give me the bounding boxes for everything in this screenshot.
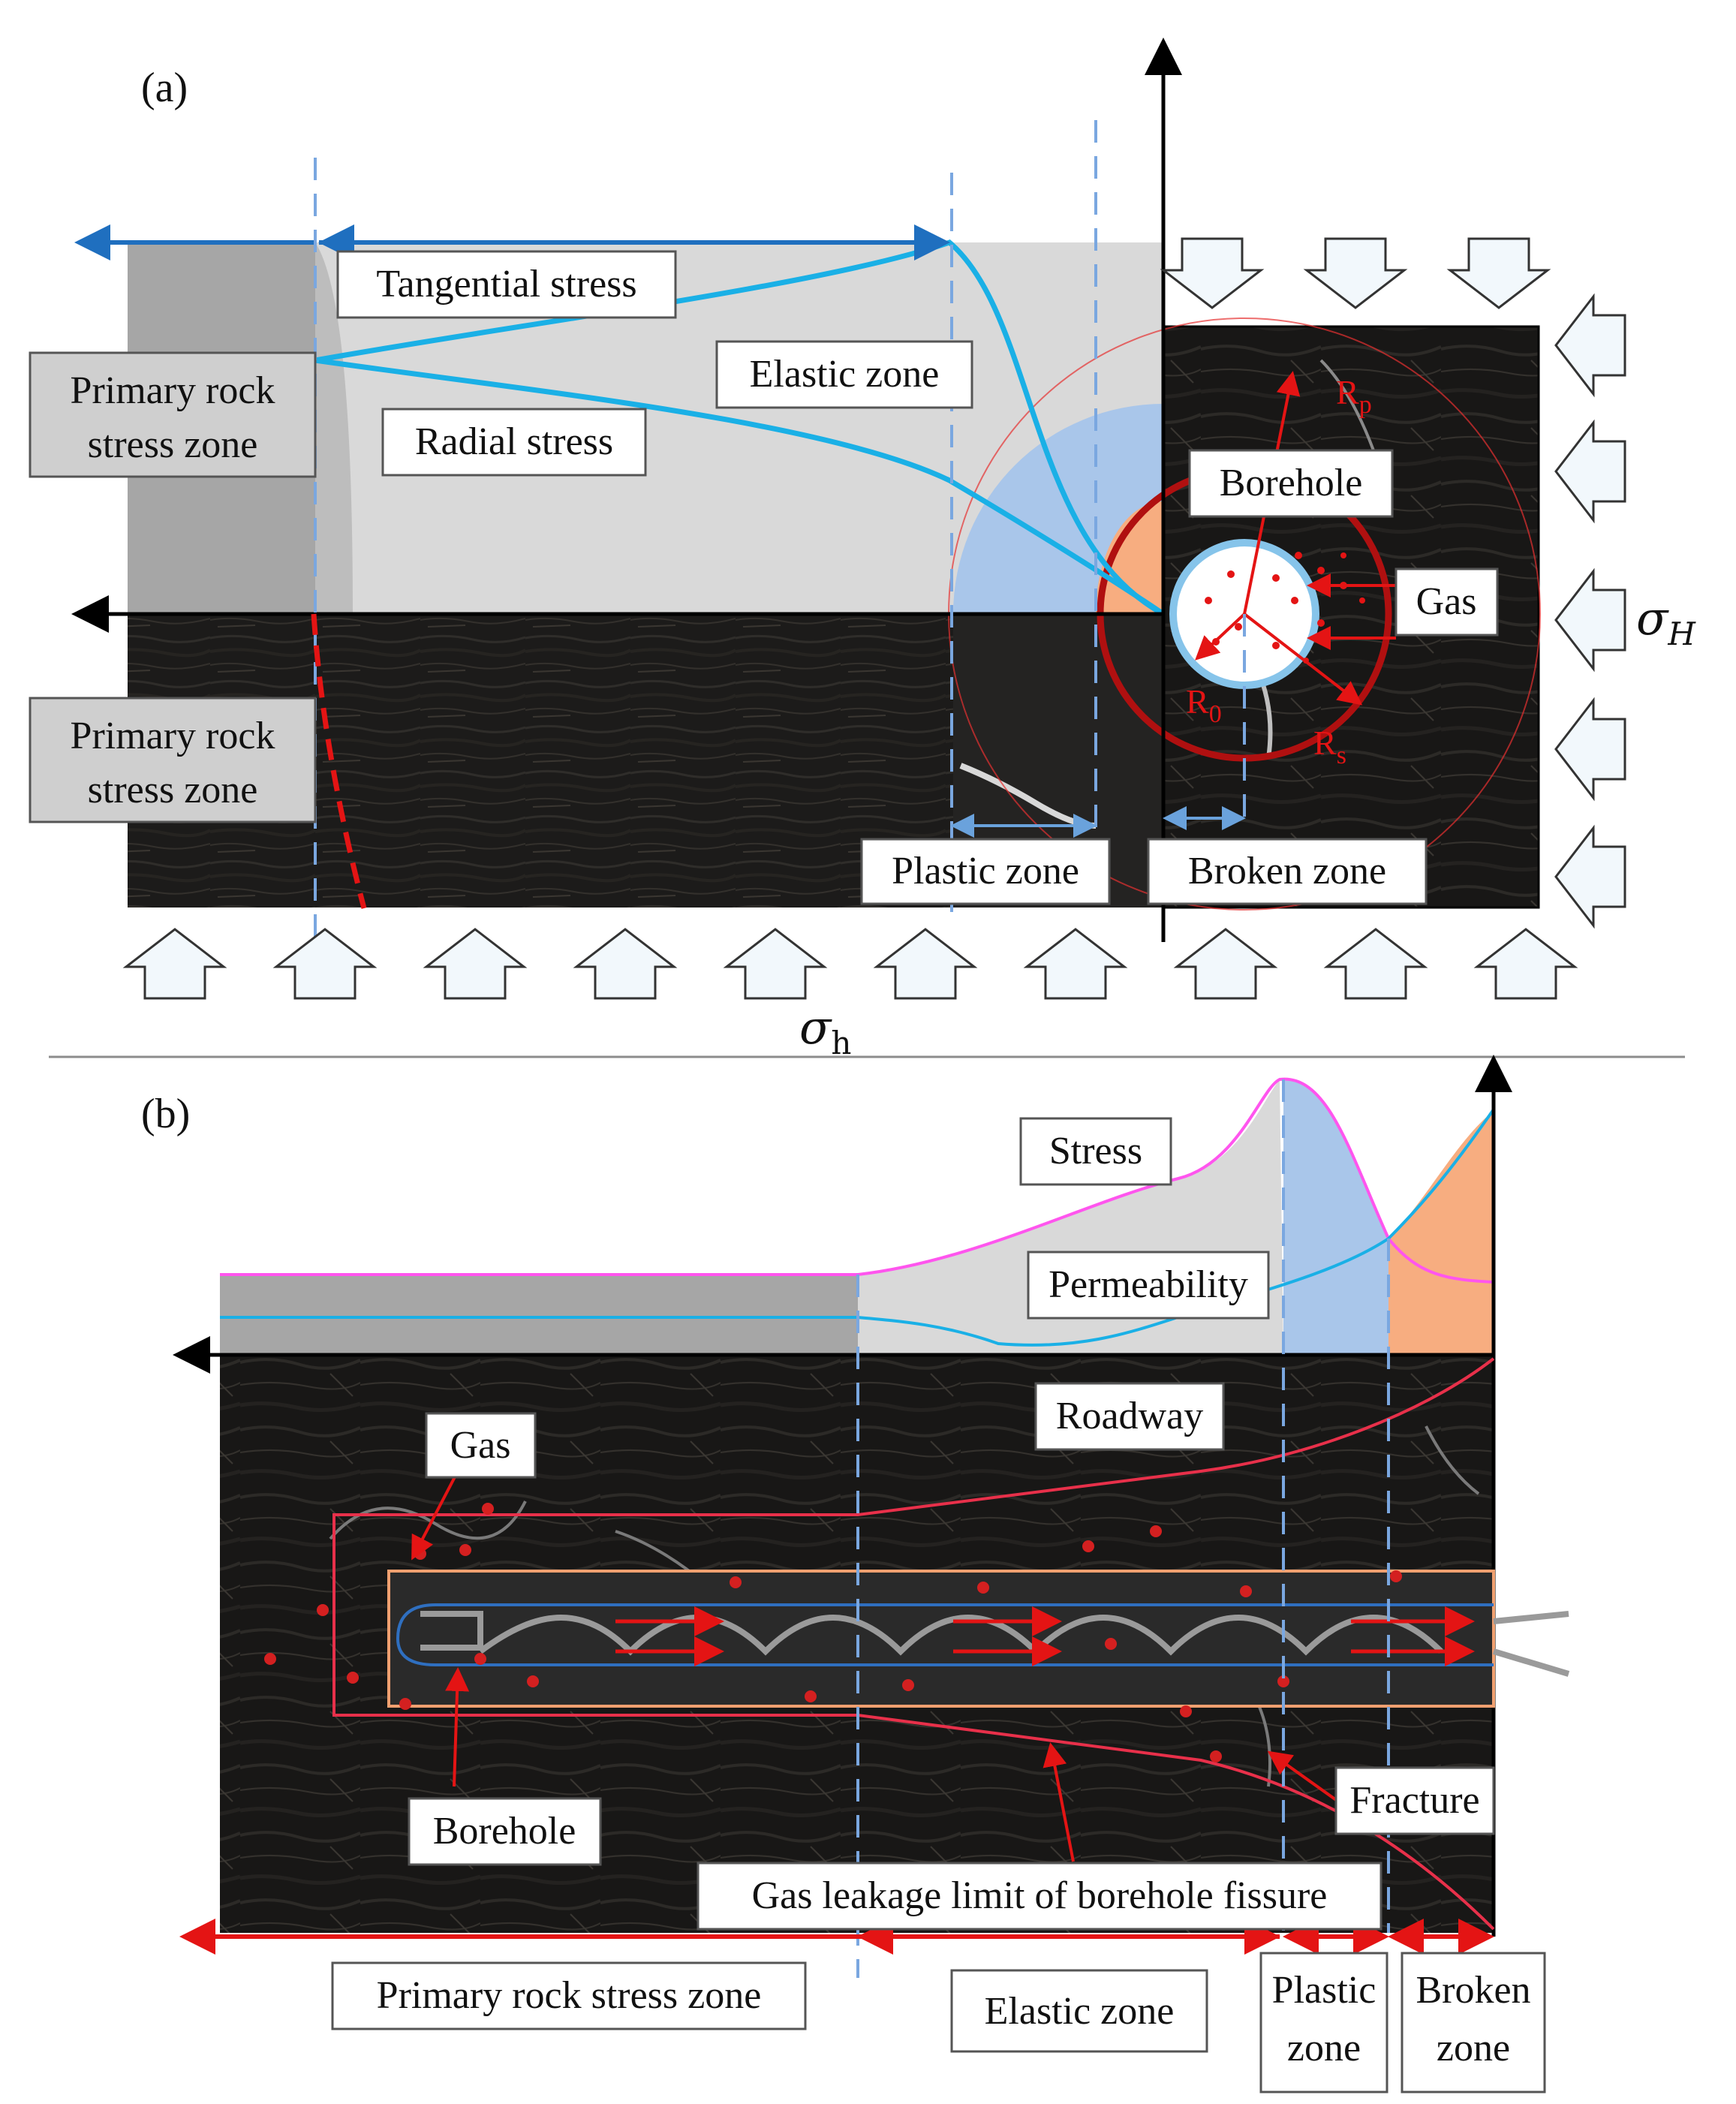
broken-zone-line1-b: Broken <box>1416 1969 1530 2012</box>
tangential-stress-label: Tangential stress <box>376 263 636 306</box>
primary-rock-bottom-line2: stress zone <box>88 769 258 811</box>
r0-label: R0 <box>1186 682 1222 728</box>
transition-fill <box>315 242 353 614</box>
primary-rock-top-line2: stress zone <box>88 423 258 466</box>
gas-leakage-label-b: Gas leakage limit of borehole fissure <box>752 1874 1328 1917</box>
tangential-stress-box <box>336 250 677 319</box>
elastic-zone-box-b <box>950 1969 1208 2053</box>
stress-box-b <box>1019 1117 1172 1186</box>
elastic-zone-label-a: Elastic zone <box>750 353 940 396</box>
broken-zone-box-a <box>1147 838 1428 905</box>
gas-label-b: Gas <box>450 1424 511 1467</box>
elastic-zone-box-a <box>715 340 973 409</box>
gas-flow-arrows <box>615 1606 1475 1666</box>
primary-rock-bottom-line1: Primary rock <box>71 715 275 757</box>
fracture-box-b <box>1334 1766 1495 1835</box>
sigma-H-arrows <box>1554 293 1626 929</box>
gas-box-a <box>1395 567 1499 637</box>
red-boundary-dash <box>311 613 367 909</box>
gas-leakage-box-b <box>697 1862 1382 1931</box>
plastic-zone-label-a: Plastic zone <box>892 850 1079 892</box>
radial-stress-box <box>381 408 647 477</box>
permeability-label-b: Permeability <box>1049 1263 1248 1306</box>
broken-zone-line2-b: zone <box>1437 2027 1510 2069</box>
down-arrow-3 <box>1446 237 1551 309</box>
primary-rock-label-b: Primary rock stress zone <box>377 1974 762 2017</box>
panel-b-label: (b) <box>141 1091 190 1137</box>
plastic-zone-line1-b: Plastic <box>1272 1969 1376 2012</box>
primary-zone-fill-b <box>220 1275 858 1355</box>
plastic-zone-fill-b <box>1283 1079 1388 1355</box>
broken-zone-fill-b <box>1388 1111 1494 1355</box>
panel-b: (b) <box>141 1055 1570 2093</box>
broken-zone-fill <box>1096 501 1163 614</box>
stress-label-b: Stress <box>1049 1130 1142 1172</box>
roadway-box-b <box>1034 1382 1225 1451</box>
borehole-label-a: Borehole <box>1220 462 1363 504</box>
gas-box-b <box>425 1412 537 1479</box>
rs-label: Rs <box>1313 724 1346 769</box>
drill-pipe <box>396 1603 1494 1666</box>
drill-spiral <box>420 1611 1570 1677</box>
borehole-casing <box>387 1570 1495 1708</box>
borehole-box-b <box>408 1797 602 1866</box>
callout-arrows-b <box>411 1470 1345 1862</box>
zone-width-arrows <box>950 806 1246 838</box>
plastic-zone-box-b <box>1259 1952 1388 2093</box>
rp-label: Rp <box>1336 373 1372 419</box>
broken-zone-box-b <box>1401 1952 1546 2093</box>
primary-rock-top-line1: Primary rock <box>71 369 275 412</box>
primary-rock-box-b <box>331 1961 807 2030</box>
borehole-label-b: Borehole <box>433 1810 576 1853</box>
stress-curve-b <box>220 1077 1494 1284</box>
down-arrow-2 <box>1303 237 1408 309</box>
gas-leakage-boundary <box>332 1357 1495 1931</box>
primary-rock-box-top <box>29 351 317 478</box>
panel-a-label: (a) <box>141 65 188 111</box>
down-arrow-1 <box>1160 237 1265 309</box>
radial-stress-label: Radial stress <box>415 420 613 463</box>
broken-zone-label-a: Broken zone <box>1188 850 1386 892</box>
gas-label-a: Gas <box>1416 580 1477 623</box>
fracture-label-b: Fracture <box>1349 1779 1479 1822</box>
sigma-H-label: σH <box>1636 591 1696 652</box>
sigma-h-label: σh <box>799 1000 851 1061</box>
sigma-h-arrows <box>122 928 1578 1000</box>
primary-rock-box-bottom <box>29 697 317 823</box>
elastic-zone-label-b: Elastic zone <box>985 1990 1175 2033</box>
roadway-label-b: Roadway <box>1056 1395 1203 1437</box>
plastic-zone-box-a <box>860 838 1111 905</box>
borehole-box-a <box>1188 449 1394 518</box>
permeability-box-b <box>1027 1251 1270 1320</box>
panel-a: (a) <box>29 38 1696 1061</box>
plastic-zone-line2-b: zone <box>1287 2027 1361 2069</box>
sigma-v-arrows <box>1160 237 1551 309</box>
